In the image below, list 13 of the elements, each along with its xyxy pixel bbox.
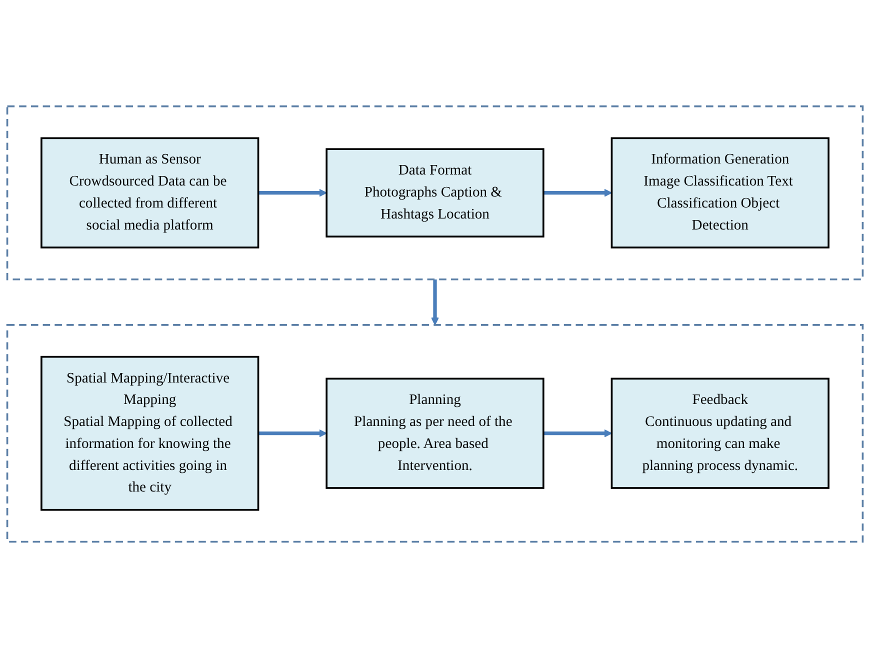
node-box: Planning Planning as per need of the people. Area based Intervention. xyxy=(326,378,544,490)
node-box: Data Format Photographs Caption & Hashtags Location xyxy=(326,148,544,238)
node-box: Feedback Continuous updating and monitoring can make planning process dynamic. xyxy=(610,378,830,490)
arrow xyxy=(543,430,612,438)
node-box: Information Generation Image Classification Text Classification Object Detection xyxy=(610,138,830,249)
node-box: Spatial Mapping/Interactive Mapping Spatial Mapping of collected information for knowing the different activities going in the city xyxy=(40,356,260,512)
node-box: Human as Sensor Crowdsourced Data can be collected from different social media platform xyxy=(40,138,260,249)
arrow xyxy=(431,280,439,326)
cluster xyxy=(6,106,864,281)
arrow xyxy=(258,430,327,438)
arrow xyxy=(543,189,612,198)
arrow xyxy=(258,189,327,198)
cluster xyxy=(6,324,864,544)
